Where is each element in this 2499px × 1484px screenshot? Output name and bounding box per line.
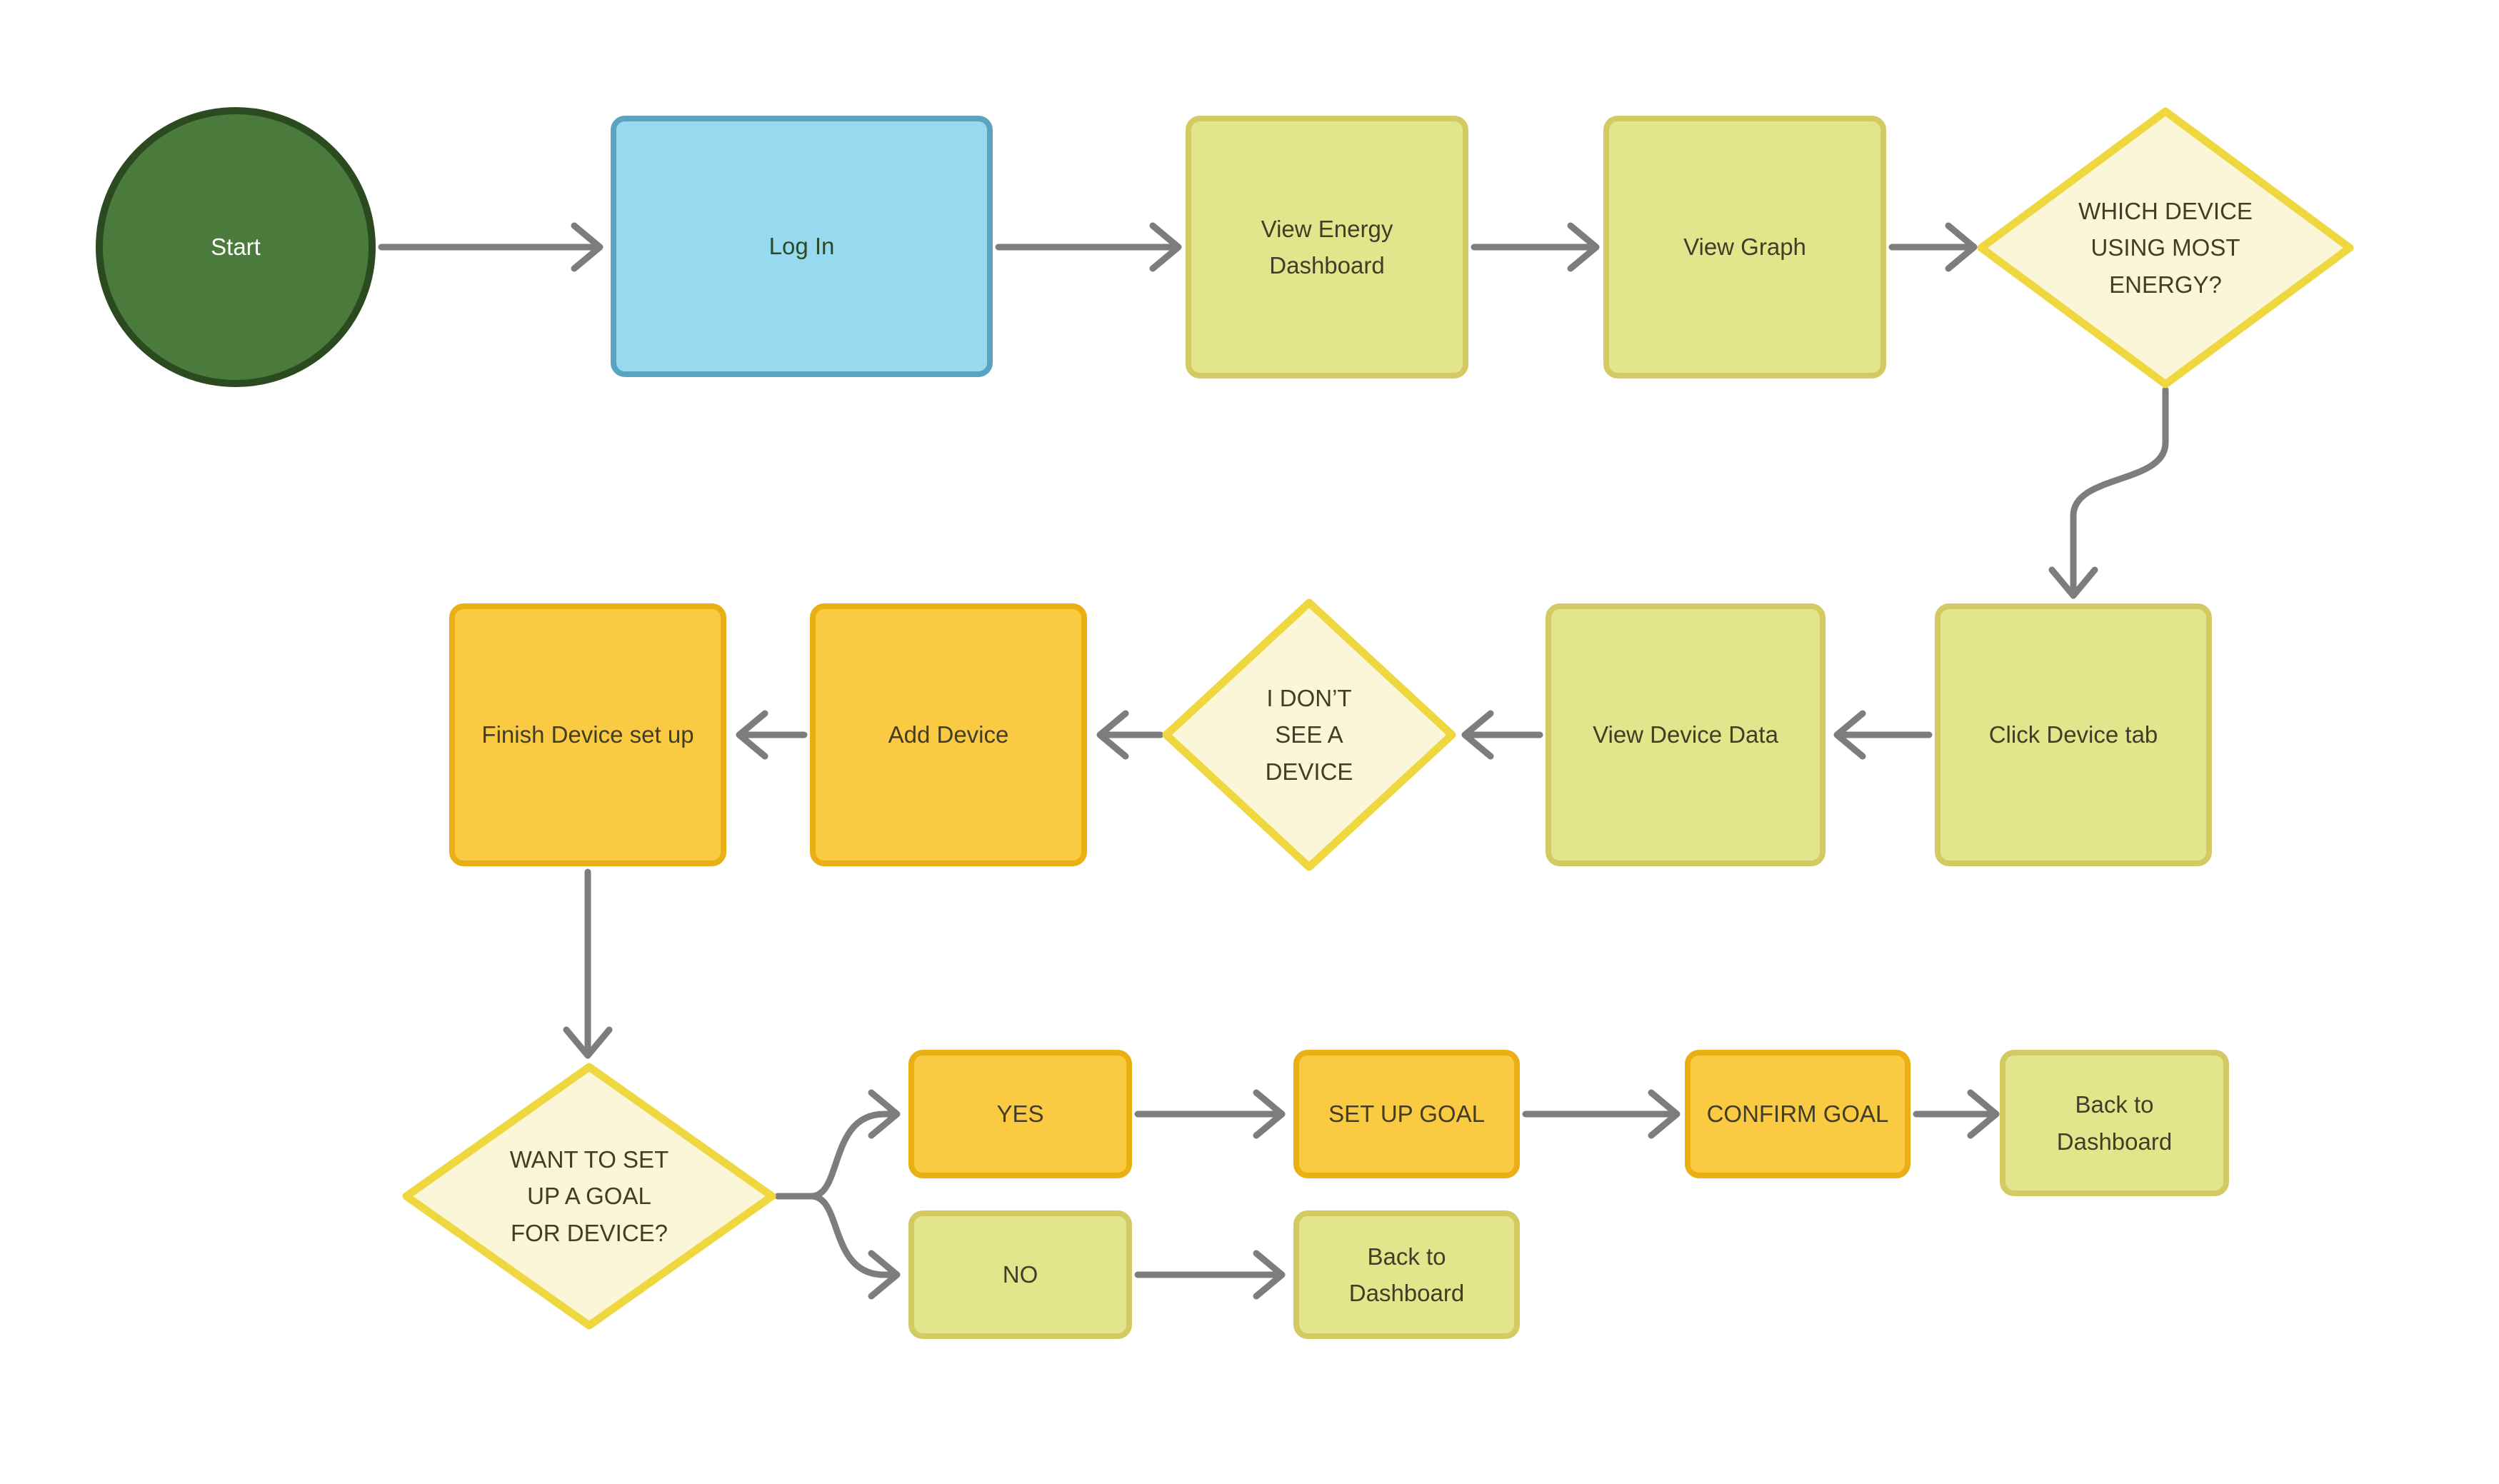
node-click-device-tab-label: Click Device tab	[1988, 721, 2158, 748]
node-view-device-data[interactable]: View Device Data	[1546, 603, 1826, 866]
node-back-to-dashboard-right[interactable]: Back to Dashboard	[2000, 1050, 2229, 1196]
connector-view-energy-dashboard-view-graph[interactable]	[1471, 222, 1600, 272]
node-no[interactable]: NO	[908, 1210, 1132, 1339]
node-which-device-label: WHICH DEVICE USING MOST ENERGY?	[2078, 197, 2253, 298]
connector-confirm-goal-back-to-dashboard[interactable]	[1913, 1089, 2000, 1139]
node-dont-see-device-label: I DON’T SEE A DEVICE	[1265, 684, 1353, 785]
node-add-device-label: Add Device	[888, 721, 1009, 748]
connector-click-device-tab-view-device-data[interactable]	[1833, 710, 1933, 760]
node-set-up-goal-label: SET UP GOAL	[1328, 1101, 1485, 1128]
connector-no-back-to-dashboard[interactable]	[1134, 1250, 1286, 1300]
connector-finish-device-setup-want-goal[interactable]	[563, 868, 613, 1059]
node-want-goal-diamond[interactable]	[402, 1063, 776, 1330]
node-click-device-tab[interactable]: Click Device tab	[1935, 603, 2212, 866]
connector-yes-set-up-goal[interactable]	[1134, 1089, 1286, 1139]
node-no-label: NO	[1002, 1261, 1038, 1288]
connector-start-login[interactable]	[378, 222, 604, 272]
node-start-label: Start	[211, 234, 261, 261]
node-finish-device-setup-label: Finish Device set up	[481, 721, 694, 748]
node-dont-see-device-diamond[interactable]	[1162, 598, 1456, 871]
node-add-device[interactable]: Add Device	[810, 603, 1087, 866]
connector-which-device-click-device-tab[interactable]	[2048, 386, 2169, 599]
node-finish-device-setup[interactable]: Finish Device set up	[449, 603, 726, 866]
node-which-device-diamond[interactable]	[1977, 107, 2354, 388]
connector-add-device-finish-device-setup[interactable]	[736, 710, 808, 760]
node-view-graph[interactable]: View Graph	[1603, 116, 1886, 378]
node-back-to-dashboard-bottom-label: Back to Dashboard	[1348, 1243, 1465, 1306]
node-yes-label: YES	[996, 1101, 1044, 1128]
node-log-in-label: Log In	[768, 233, 835, 260]
node-confirm-goal[interactable]: CONFIRM GOAL	[1685, 1050, 1910, 1178]
node-log-in[interactable]: Log In	[611, 116, 993, 377]
node-view-graph-label: View Graph	[1683, 234, 1806, 261]
connector-want-goal-yes[interactable]	[808, 1089, 901, 1200]
connector-set-up-goal-confirm-goal[interactable]	[1522, 1089, 1681, 1139]
node-want-goal-label: WANT TO SET UP A GOAL FOR DEVICE?	[509, 1145, 669, 1246]
node-yes[interactable]: YES	[908, 1050, 1132, 1178]
node-start[interactable]: Start	[96, 107, 376, 387]
node-view-energy-dashboard[interactable]: View Energy Dashboard	[1186, 116, 1468, 378]
connector-view-device-data-dont-see-device[interactable]	[1461, 710, 1543, 760]
connector-login-view-energy-dashboard[interactable]	[995, 222, 1182, 272]
node-confirm-goal-label: CONFIRM GOAL	[1706, 1101, 1889, 1128]
connector-dont-see-device-add-device[interactable]	[1096, 710, 1164, 760]
node-view-device-data-label: View Device Data	[1593, 721, 1778, 748]
connector-want-goal-no[interactable]	[808, 1193, 901, 1300]
node-view-energy-dashboard-label: View Energy Dashboard	[1261, 215, 1393, 279]
node-back-to-dashboard-right-label: Back to Dashboard	[2056, 1091, 2173, 1155]
node-set-up-goal[interactable]: SET UP GOAL	[1293, 1050, 1520, 1178]
connector-view-graph-which-device[interactable]	[1888, 222, 1978, 272]
node-back-to-dashboard-bottom[interactable]: Back to Dashboard	[1293, 1210, 1520, 1339]
